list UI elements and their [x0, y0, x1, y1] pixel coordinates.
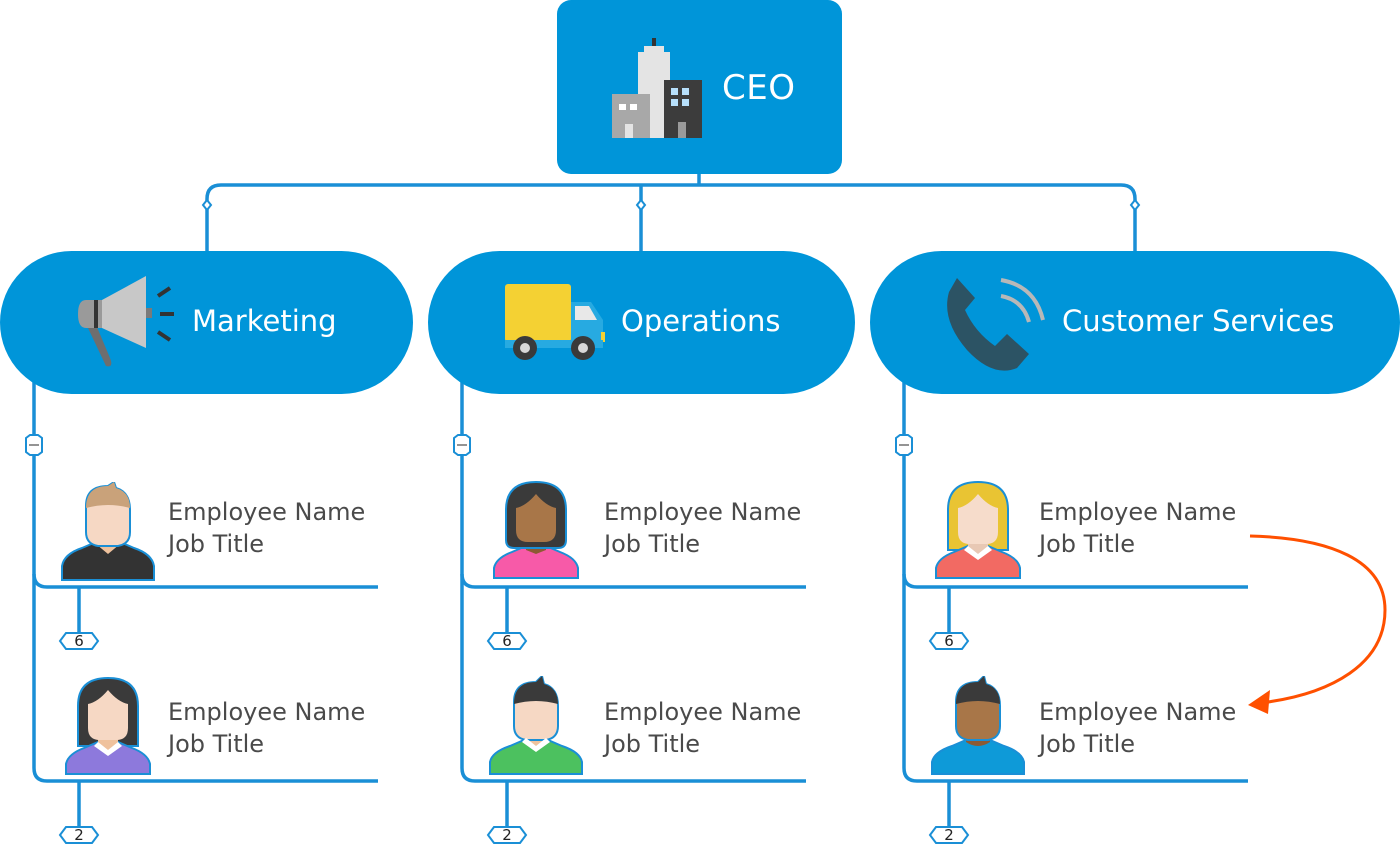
- employee-title: Job Title: [168, 730, 265, 758]
- child-count-badge[interactable]: 2: [58, 826, 100, 844]
- child-count-label: 2: [502, 826, 512, 844]
- child-count-badge[interactable]: 2: [486, 826, 528, 844]
- avatar-female: [935, 480, 1021, 579]
- cs-line-2: [902, 574, 1248, 783]
- department-node-marketing[interactable]: [0, 251, 413, 394]
- child-count-badge[interactable]: 2: [928, 826, 970, 844]
- branch-handle[interactable]: [1129, 198, 1141, 212]
- employee-name: Employee Name: [604, 698, 802, 726]
- buildings-icon: [612, 38, 702, 138]
- employee-title: Job Title: [1039, 530, 1136, 558]
- employee-title: Job Title: [604, 530, 701, 558]
- operations-line-2: [460, 574, 806, 783]
- move-arrow: [1248, 534, 1387, 714]
- department-label-operations: Operations: [621, 304, 781, 338]
- child-count-label: 2: [944, 826, 954, 844]
- child-count-badge[interactable]: 6: [58, 632, 100, 650]
- child-count-badge[interactable]: 6: [486, 632, 528, 650]
- employee-title: Job Title: [604, 730, 701, 758]
- avatar-female: [65, 676, 151, 775]
- marketing-line-2: [32, 574, 378, 783]
- child-count-label: 6: [502, 632, 512, 650]
- avatar-male: [489, 676, 583, 775]
- child-count-label: 6: [74, 632, 84, 650]
- employee-name: Employee Name: [604, 498, 802, 526]
- arrow-head-icon: [1248, 690, 1270, 714]
- employee-name: Employee Name: [1039, 498, 1237, 526]
- top-branch-line: [205, 183, 1137, 251]
- truck-icon: [505, 284, 605, 360]
- employee-name: Employee Name: [168, 698, 366, 726]
- ceo-label: CEO: [722, 68, 796, 108]
- avatar-male: [61, 482, 155, 581]
- employee-name: Employee Name: [1039, 698, 1237, 726]
- branch-handle[interactable]: [201, 198, 213, 212]
- phone-icon: [947, 278, 1045, 371]
- avatar-male: [931, 676, 1025, 775]
- employee-title: Job Title: [168, 530, 265, 558]
- collapse-toggle-marketing[interactable]: [25, 434, 43, 456]
- megaphone-icon: [78, 276, 174, 367]
- department-node-operations[interactable]: [428, 251, 855, 394]
- avatar-female: [493, 480, 579, 579]
- department-label-customer-services: Customer Services: [1062, 304, 1335, 338]
- branch-handle[interactable]: [635, 198, 647, 212]
- employee-name: Employee Name: [168, 498, 366, 526]
- employee-title: Job Title: [1039, 730, 1136, 758]
- collapse-toggle-operations[interactable]: [453, 434, 471, 456]
- child-count-label: 6: [944, 632, 954, 650]
- collapse-toggle-customer-services[interactable]: [895, 434, 913, 456]
- department-label-marketing: Marketing: [192, 304, 337, 338]
- child-count-badge[interactable]: 6: [928, 632, 970, 650]
- child-count-label: 2: [74, 826, 84, 844]
